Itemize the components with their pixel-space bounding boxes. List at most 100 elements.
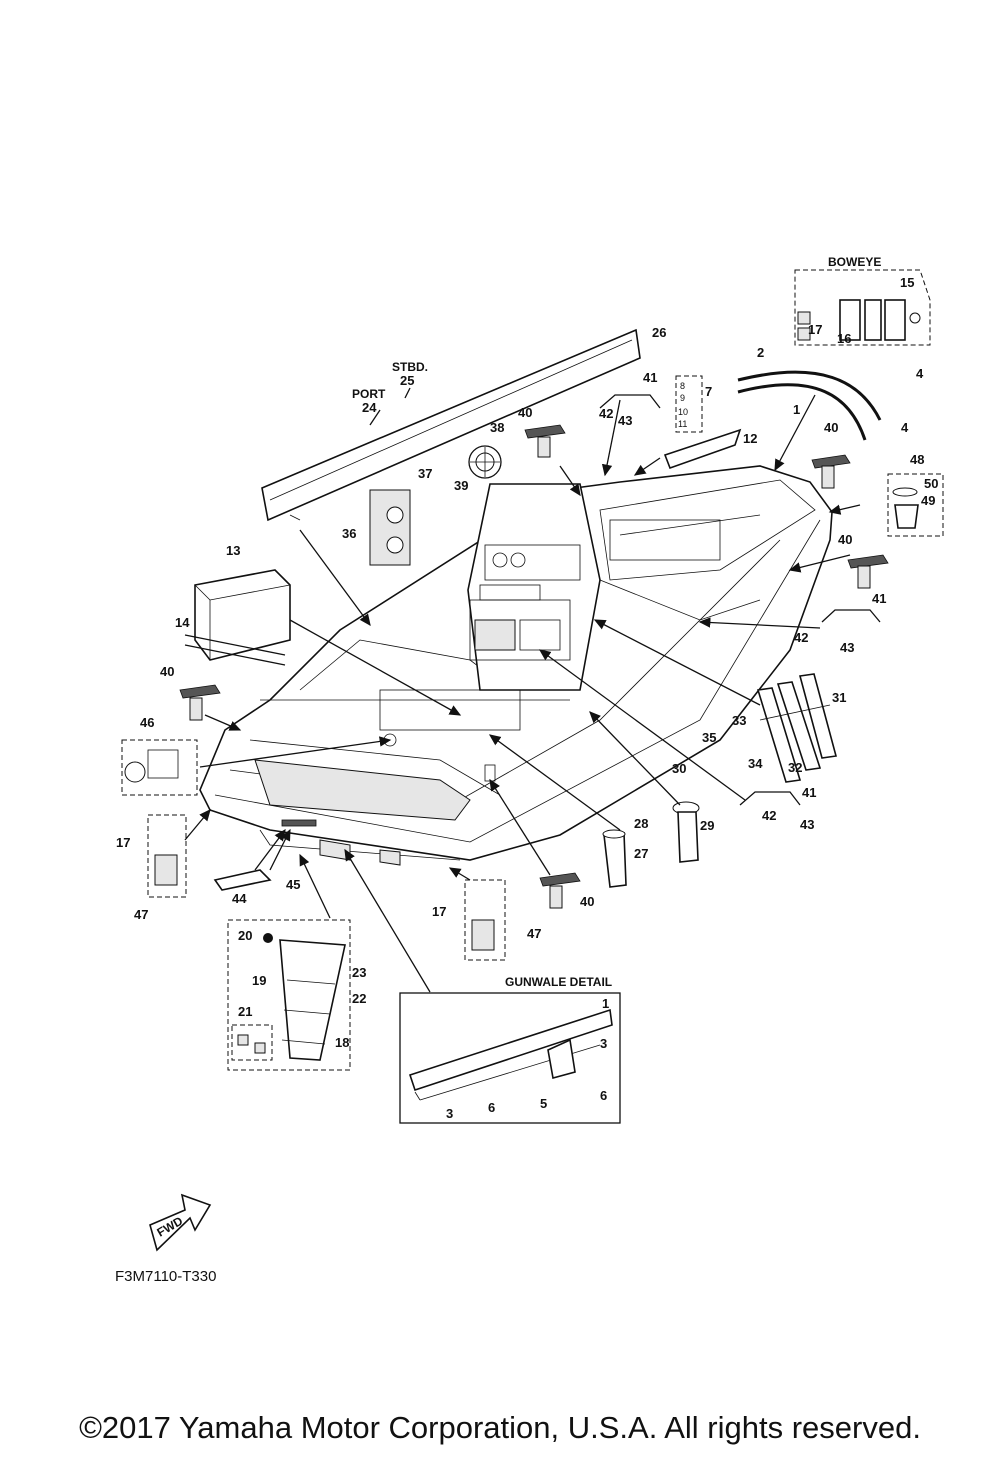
callout-47: 47 [134,907,148,922]
callout-10: 10 [678,407,688,417]
callout-32: 32 [788,760,802,775]
cleat-40-e [539,872,581,909]
callout-41: 41 [643,370,657,385]
boarding-ladder-18 [227,919,351,1071]
callout-38: 38 [490,420,504,435]
stern-eye-47-left [147,814,187,898]
fwd-arrow-icon [149,1193,212,1252]
rod-tube-29 [672,801,700,863]
callout-7: 7 [705,384,712,399]
fuel-fill-46 [121,739,198,796]
rod-holders-31 [756,673,838,783]
cleat-40-d [179,684,221,721]
callout-42: 42 [762,808,776,823]
callout-43: 43 [840,640,854,655]
callout-40: 40 [580,894,594,909]
rod-tube-27 [602,829,627,888]
cleat-40-a [524,424,566,458]
callout-47: 47 [527,926,541,941]
callout-27: 27 [634,846,648,861]
callout-21: 21 [238,1004,252,1019]
handrail-41-a [599,394,661,409]
callout-43: 43 [618,413,632,428]
callout-42: 42 [599,406,613,421]
callout-13: 13 [226,543,240,558]
callout-17: 17 [432,904,446,919]
copyright-notice: ©2017 Yamaha Motor Corporation, U.S.A. A… [79,1410,921,1445]
rub-rails [737,370,882,441]
callout-19: 19 [252,973,266,988]
callout-46: 46 [140,715,154,730]
callout-33: 33 [732,713,746,728]
drawing-code: F3M7110-T330 [115,1268,217,1285]
callout-26: 26 [652,325,666,340]
label-port: PORT [352,387,386,401]
cooler-13 [194,569,291,661]
speaker-38 [468,445,502,479]
gunwale-rail [261,328,641,522]
callout-11: 11 [678,419,687,429]
callout-31: 31 [832,690,846,705]
callout-34: 34 [748,756,763,771]
callout-5: 5 [540,1096,547,1111]
callout-37: 37 [418,466,432,481]
callout-49: 49 [921,493,935,508]
cup-holder-48 [887,473,944,537]
leader-lines [184,394,861,993]
callout-24: 24 [362,400,377,415]
callout-4: 4 [916,366,924,381]
callout-17: 17 [116,835,130,850]
callout-41: 41 [802,785,816,800]
callout-39: 39 [454,478,468,493]
callout-35: 35 [702,730,716,745]
callout-1: 1 [602,996,609,1011]
callout-41: 41 [872,591,886,606]
callout-numbers: 1 1 2 3 3 4 4 5 6 6 7 8 9 10 11 12 13 14… [116,255,938,1240]
callout-18: 18 [335,1035,349,1050]
callout-3: 3 [446,1106,453,1121]
callout-1: 1 [793,402,800,417]
callout-40: 40 [518,405,532,420]
callout-8: 8 [680,381,685,391]
callout-9: 9 [680,393,685,403]
label-gunwale-detail: GUNWALE DETAIL [505,975,612,989]
callout-40: 40 [838,532,852,547]
callout-4: 4 [901,420,909,435]
label-stbd: STBD. [392,360,428,374]
callout-15: 15 [900,275,914,290]
callout-2: 2 [757,345,764,360]
callout-29: 29 [700,818,714,833]
callout-3: 3 [600,1036,607,1051]
callout-40: 40 [824,420,838,435]
plate-12 [663,428,742,470]
callout-36: 36 [342,526,356,541]
callout-12: 12 [743,431,757,446]
rods-14 [184,634,286,666]
callout-6: 6 [488,1100,495,1115]
handrail-41-c [739,791,801,806]
callout-6: 6 [600,1088,607,1103]
callout-43: 43 [800,817,814,832]
callout-20: 20 [238,928,252,943]
callout-50: 50 [924,476,938,491]
boweye-assembly [794,269,931,346]
callout-17: 17 [808,322,822,337]
callout-42: 42 [794,630,808,645]
callout-23: 23 [352,965,366,980]
callout-16: 16 [837,331,851,346]
callout-30: 30 [672,761,686,776]
callout-22: 22 [352,991,366,1006]
grab-handle-44 [213,869,272,891]
handrail-41-b [821,609,881,623]
callout-14: 14 [175,615,190,630]
panel-36 [369,489,411,566]
callout-44: 44 [232,891,247,906]
boat-hull [199,465,833,866]
callout-25: 25 [400,373,414,388]
label-boweye: BOWEYE [828,255,881,269]
callout-40: 40 [160,664,174,679]
stern-eye-47-right [464,879,506,961]
gunwale-detail [399,992,621,1124]
callout-45: 45 [286,877,300,892]
